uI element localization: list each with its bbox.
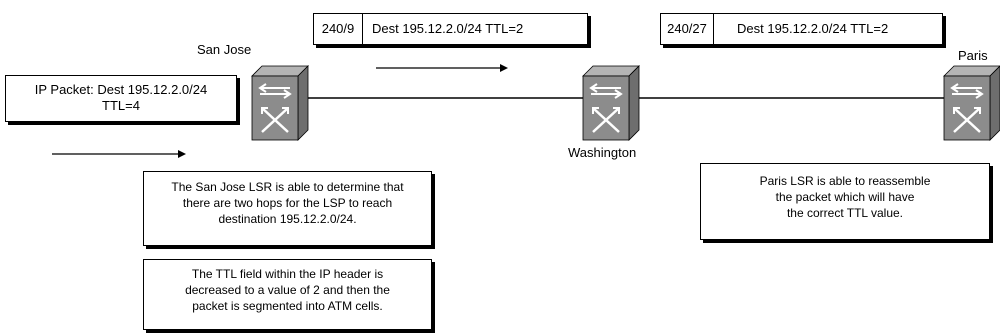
cell-header-2-dest: Dest 195.12.2.0/24 TTL=2 <box>737 21 889 36</box>
note-san-jose-lsr-text: The San Jose LSR is able to determine th… <box>171 180 404 226</box>
cell-header-2: 240/27 Dest 195.12.2.0/24 TTL=2 <box>660 13 943 45</box>
node-label-paris: Paris <box>958 48 988 63</box>
note-ttl-field: The TTL field within the IP header is de… <box>143 259 432 330</box>
ip-packet-line2: TTL=4 <box>102 98 140 113</box>
cell-header-2-label: 240/27 <box>661 14 714 44</box>
ip-packet-line1: IP Packet: Dest 195.12.2.0/24 <box>34 82 208 97</box>
note-paris-lsr: Paris LSR is able to reassemble the pack… <box>700 163 990 240</box>
arrow-right-icon <box>52 150 186 158</box>
washington-switch-icon <box>581 64 641 142</box>
cell-header-1: 240/9 Dest 195.12.2.0/24 TTL=2 <box>313 13 588 45</box>
node-label-washington: Washington <box>568 145 637 160</box>
paris-switch-icon <box>942 64 1000 142</box>
note-paris-lsr-text: Paris LSR is able to reassemble the pack… <box>759 174 931 220</box>
arrow-right-icon <box>376 64 508 72</box>
note-ttl-field-text: The TTL field within the IP header is de… <box>185 267 390 313</box>
note-san-jose-lsr: The San Jose LSR is able to determine th… <box>143 171 432 246</box>
san-jose-switch-icon <box>250 64 310 142</box>
cell-header-1-label: 240/9 <box>314 14 363 44</box>
cell-header-1-dest: Dest 195.12.2.0/24 TTL=2 <box>372 21 524 36</box>
ip-packet-box: IP Packet: Dest 195.12.2.0/24 TTL=4 <box>5 75 237 122</box>
node-label-san-jose: San Jose <box>197 42 252 57</box>
